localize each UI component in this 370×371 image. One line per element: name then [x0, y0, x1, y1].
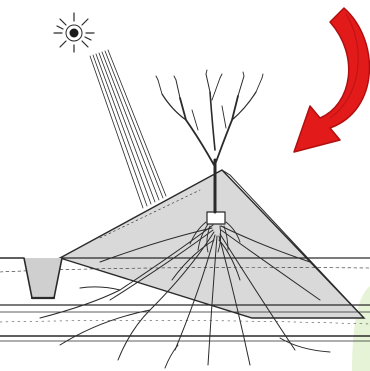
drainage-ditch: [24, 258, 62, 298]
red-arrow-icon: [294, 8, 369, 152]
corner-tint: [352, 286, 370, 371]
sun-icon: [54, 13, 94, 52]
sun-rays: [90, 50, 166, 208]
